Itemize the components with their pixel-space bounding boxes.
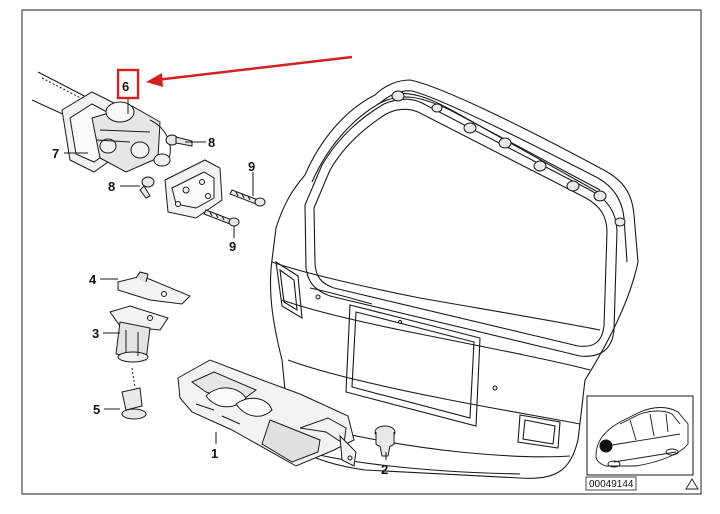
callout-9-upper: 9 bbox=[248, 159, 255, 174]
callout-2: 2 bbox=[381, 462, 388, 477]
inset-car-outline bbox=[595, 407, 689, 468]
callout-8-lower: 8 bbox=[108, 179, 115, 194]
part-1-latch bbox=[177, 359, 357, 467]
leader-lines bbox=[64, 98, 387, 460]
part-3-lock-cylinder bbox=[109, 305, 169, 363]
part-8-bolt-lower bbox=[139, 176, 155, 199]
inset-frame bbox=[586, 395, 694, 476]
inset-locator bbox=[586, 395, 694, 476]
tailgate-mount-points bbox=[315, 90, 626, 391]
callout-7: 7 bbox=[52, 146, 59, 161]
part-4-cover-plate bbox=[117, 271, 191, 305]
part-2-bolt bbox=[374, 425, 396, 457]
reference-number: 00049144 bbox=[589, 479, 634, 490]
reference-box bbox=[585, 476, 637, 491]
highlight-box bbox=[116, 68, 140, 100]
part-6-actuator bbox=[31, 71, 171, 173]
part-5-screw bbox=[121, 367, 147, 420]
callout-4: 4 bbox=[89, 272, 97, 287]
triangle-icon bbox=[685, 478, 699, 490]
part-9-screw-lower bbox=[203, 209, 240, 227]
callout-6: 6 bbox=[122, 79, 129, 94]
part-8-bolt-upper bbox=[165, 134, 193, 147]
callout-5: 5 bbox=[93, 402, 100, 417]
callout-9-lower: 9 bbox=[229, 239, 236, 254]
inset-location-marker bbox=[599, 439, 613, 453]
callout-8-upper: 8 bbox=[208, 135, 215, 150]
callout-3: 3 bbox=[92, 326, 99, 341]
mounting-bracket bbox=[164, 159, 223, 219]
part-9-screw-upper bbox=[229, 189, 266, 207]
highlight-arrow bbox=[146, 55, 353, 87]
callout-1: 1 bbox=[211, 446, 218, 461]
